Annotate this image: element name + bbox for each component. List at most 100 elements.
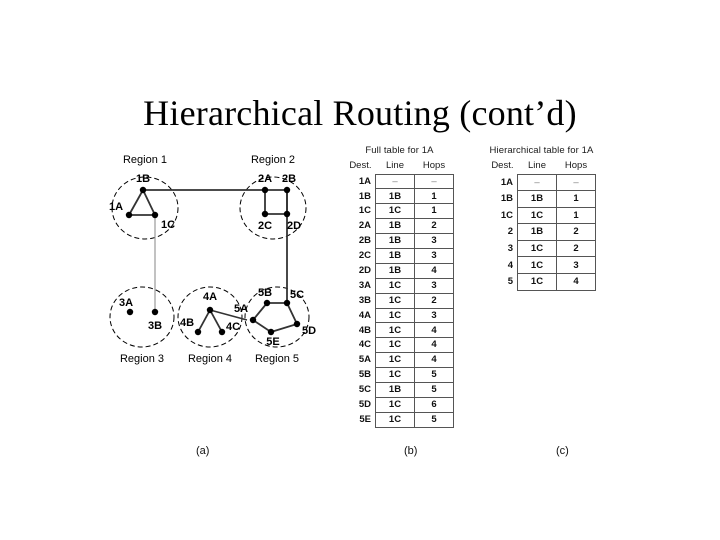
table-c-col-dest: Dest. xyxy=(491,160,514,172)
cell-dest: 2D xyxy=(358,265,371,277)
link-4A-4C xyxy=(209,309,223,333)
cell-hops: – xyxy=(556,173,596,192)
node-2B-dot[interactable] xyxy=(283,186,291,194)
node-5A-dot[interactable] xyxy=(249,316,257,324)
cell-dest: 2C xyxy=(358,250,371,262)
node-5C-dot[interactable] xyxy=(283,299,291,307)
cell-hops: 4 xyxy=(414,262,454,279)
hierarchical-routing-table-panel-c: Hierarchical table for 1A Dest. Line Hop… xyxy=(487,145,596,291)
region-label-4: Region 4 xyxy=(188,353,232,365)
cell-hops: 5 xyxy=(414,411,454,428)
node-3A-dot[interactable] xyxy=(126,308,134,316)
region-label-3: Region 3 xyxy=(120,353,164,365)
node-1C-dot[interactable] xyxy=(151,211,159,219)
cell-hops: 4 xyxy=(556,273,596,291)
node-label-3B: 3B xyxy=(148,320,162,332)
node-label-2A: 2A xyxy=(258,173,272,185)
region-1-boundary xyxy=(111,176,179,240)
cell-dest: 4A xyxy=(358,309,371,321)
cell-line: 1C xyxy=(517,256,557,275)
network-topology-svg: 1A 1B 1C 2A 2B 2C 2D 3A 3B 4A 4B 4C 5A 5… xyxy=(109,154,316,365)
node-1A-dot[interactable] xyxy=(125,211,133,219)
cell-hops: 2 xyxy=(414,218,454,235)
node-3B-dot[interactable] xyxy=(151,308,159,316)
cell-hops: 4 xyxy=(414,322,454,339)
cell-hops: 2 xyxy=(414,292,454,309)
region-label-1: Region 1 xyxy=(123,154,167,166)
node-label-5D: 5D xyxy=(302,325,316,337)
cell-dest: 2B xyxy=(358,235,371,247)
cell-line: 1B xyxy=(375,218,415,235)
figure-container: 1A 1B 1C 2A 2B 2C 2D 3A 3B 4A 4B 4C 5A 5… xyxy=(0,140,720,480)
cell-dest: 3B xyxy=(358,294,371,306)
cell-line: 1C xyxy=(517,273,557,291)
cell-line: 1C xyxy=(375,277,415,294)
node-label-4B: 4B xyxy=(180,317,194,329)
node-2A-dot[interactable] xyxy=(261,186,269,194)
cell-hops: 2 xyxy=(556,239,596,258)
node-label-5B: 5B xyxy=(258,287,272,299)
table-row: 1A–– xyxy=(345,173,454,190)
cell-dest: 3A xyxy=(358,279,371,291)
node-5E-dot[interactable] xyxy=(267,328,275,336)
cell-line: – xyxy=(375,173,415,190)
link-5A-5E xyxy=(252,319,272,333)
node-2D-dot[interactable] xyxy=(283,210,291,218)
cell-dest: 1A xyxy=(500,176,513,188)
cell-hops: 1 xyxy=(556,190,596,208)
node-label-5C: 5C xyxy=(290,289,304,301)
node-label-1B: 1B xyxy=(136,173,150,185)
node-label-5A: 5A xyxy=(234,303,248,315)
node-2C-dot[interactable] xyxy=(261,210,269,218)
node-4A-dot[interactable] xyxy=(206,306,214,314)
cell-hops: – xyxy=(414,173,454,190)
table-c-header-row: Dest. Line Hops xyxy=(487,161,596,174)
cell-hops: 3 xyxy=(414,277,454,294)
node-label-2D: 2D xyxy=(287,220,301,232)
region-5-boundary xyxy=(244,286,310,348)
caption-a: (a) xyxy=(196,445,210,457)
cell-line: 1B xyxy=(375,247,415,264)
node-4B-dot[interactable] xyxy=(194,328,202,336)
node-label-2C: 2C xyxy=(258,220,272,232)
cell-hops: 1 xyxy=(414,188,454,205)
cell-line: 1C xyxy=(375,396,415,413)
node-5D-dot[interactable] xyxy=(293,320,301,328)
node-4C-dot[interactable] xyxy=(218,328,226,336)
node-label-3A: 3A xyxy=(119,297,133,309)
cell-dest: 5 xyxy=(507,276,513,288)
cell-line: 1C xyxy=(375,203,415,220)
cell-dest: 5E xyxy=(359,413,371,425)
table-b-col-line: Line xyxy=(386,160,404,171)
cell-dest: 5A xyxy=(358,354,371,366)
cell-line: 1B xyxy=(375,262,415,279)
cell-dest: 1B xyxy=(358,190,371,202)
node-5B-dot[interactable] xyxy=(263,299,271,307)
cell-hops: 2 xyxy=(556,223,596,241)
cell-dest: 4 xyxy=(507,259,513,271)
node-label-5E: 5E xyxy=(266,336,279,348)
cell-hops: 3 xyxy=(414,233,454,249)
cell-line: 1B xyxy=(517,223,557,241)
cell-dest: 1A xyxy=(358,175,371,187)
cell-hops: 3 xyxy=(556,256,596,275)
cell-line: 1C xyxy=(517,206,557,225)
table-b-col-dest: Dest. xyxy=(349,160,372,172)
node-label-1C: 1C xyxy=(161,219,175,231)
cell-dest: 4B xyxy=(358,324,371,336)
node-1B-dot[interactable] xyxy=(139,186,147,194)
cell-line: – xyxy=(517,173,557,192)
cell-line: 1B xyxy=(375,233,415,249)
